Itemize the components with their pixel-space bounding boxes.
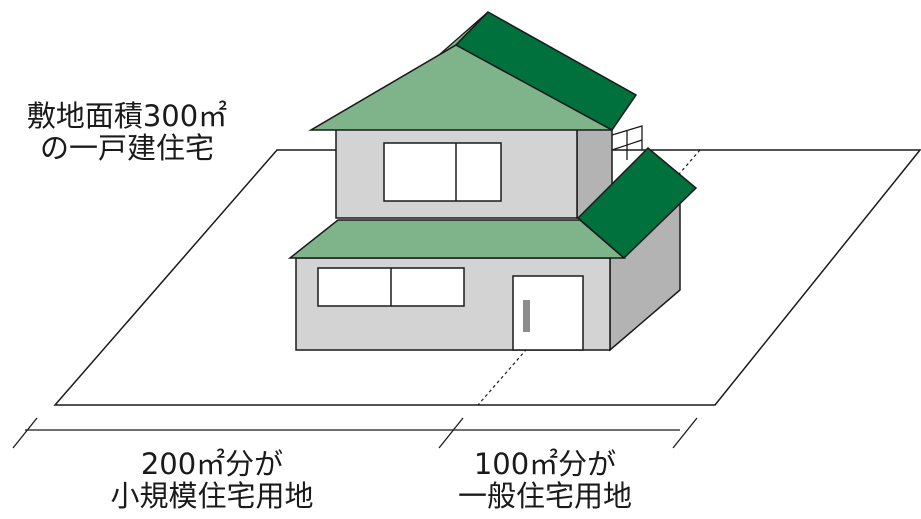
- site-area-label-line1: 敷地面積300㎡: [26, 99, 228, 133]
- main-roof-dark-slope: [454, 11, 638, 131]
- small-scale-label-line2: 小規模住宅用地: [110, 479, 314, 513]
- main-roof: [308, 11, 638, 131]
- site-area-label-line2: の一戸建住宅: [39, 131, 214, 165]
- small-scale-residential-label: 200㎡分が 小規模住宅用地: [62, 448, 362, 512]
- upper-story: [335, 125, 643, 219]
- side-roof: [576, 146, 698, 260]
- general-label-line2: 一般住宅用地: [457, 479, 632, 513]
- ground-floor: [295, 198, 681, 352]
- width-dimension-line: [12, 417, 698, 449]
- lower-roof: [287, 219, 627, 259]
- general-residential-label: 100㎡分が 一般住宅用地: [420, 448, 670, 512]
- lot-outline: [53, 149, 921, 406]
- balcony-railing: [611, 125, 643, 160]
- general-label-line1: 100㎡分が: [473, 447, 617, 481]
- site-area-label: 敷地面積300㎡ の一戸建住宅: [2, 100, 252, 164]
- front-door: [512, 275, 584, 351]
- small-scale-label-line1: 200㎡分が: [140, 447, 284, 481]
- ground-window: [317, 267, 465, 307]
- upper-window: [383, 142, 502, 202]
- door-handle: [523, 300, 530, 332]
